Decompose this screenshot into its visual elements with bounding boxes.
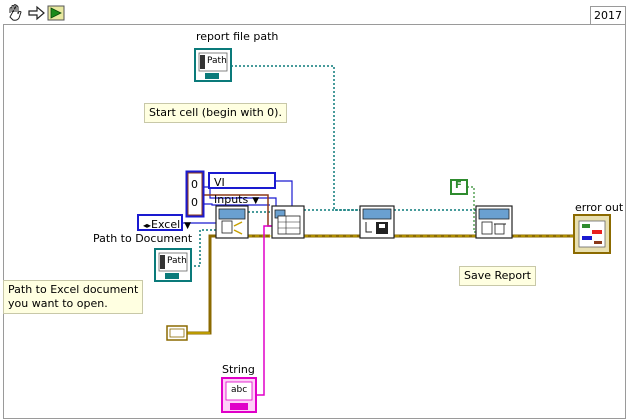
error-out-indicator[interactable] (573, 214, 611, 254)
report-file-path-control[interactable] (194, 48, 232, 82)
dropdown-arrow-icon: ▼ (184, 221, 192, 231)
grab-hand-icon[interactable] (5, 3, 25, 23)
start-cell-note: Start cell (begin with 0). (144, 103, 287, 123)
path-excel-note: Path to Excel document you want to open. (3, 280, 144, 314)
excel-label: Excel (151, 218, 181, 231)
dispose-report-node[interactable] (475, 205, 513, 239)
run-arrow-icon[interactable] (46, 3, 66, 23)
report-file-path-terminal-text: Path (207, 56, 227, 66)
save-report-note: Save Report (459, 266, 536, 286)
false-constant[interactable] (450, 179, 468, 195)
path-to-document-control[interactable] (154, 248, 192, 282)
start-cell-row: 0 (191, 178, 198, 191)
save-report-node[interactable] (359, 205, 395, 239)
error-out-label: error out (575, 201, 624, 214)
new-report-node[interactable] (215, 205, 249, 239)
vi-inputs-label: VI Inputs (214, 176, 249, 206)
ring-increment-icon: ◂▸ (143, 221, 152, 230)
step-arrow-icon[interactable] (26, 3, 46, 23)
vi-inputs-ring[interactable]: VI Inputs▼ (208, 172, 276, 206)
start-cell-cluster[interactable] (185, 170, 205, 218)
excel-table-node[interactable] (271, 205, 305, 239)
error-cluster-constant[interactable] (166, 325, 188, 341)
report-file-path-label: report file path (196, 30, 279, 43)
excel-ring[interactable]: ◂▸Excel▼ (137, 214, 191, 231)
string-control[interactable] (221, 377, 257, 413)
false-constant-text: F (455, 180, 462, 191)
path-to-document-terminal-text: Path (167, 256, 187, 266)
version-tab: 2017 (590, 6, 626, 25)
string-label: String (222, 363, 255, 376)
string-terminal-text: abc (231, 385, 248, 395)
dropdown-arrow-icon: ▼ (252, 196, 260, 206)
start-cell-col: 0 (191, 196, 198, 209)
block-diagram-frame (3, 24, 626, 419)
path-to-document-label: Path to Document (93, 232, 193, 245)
